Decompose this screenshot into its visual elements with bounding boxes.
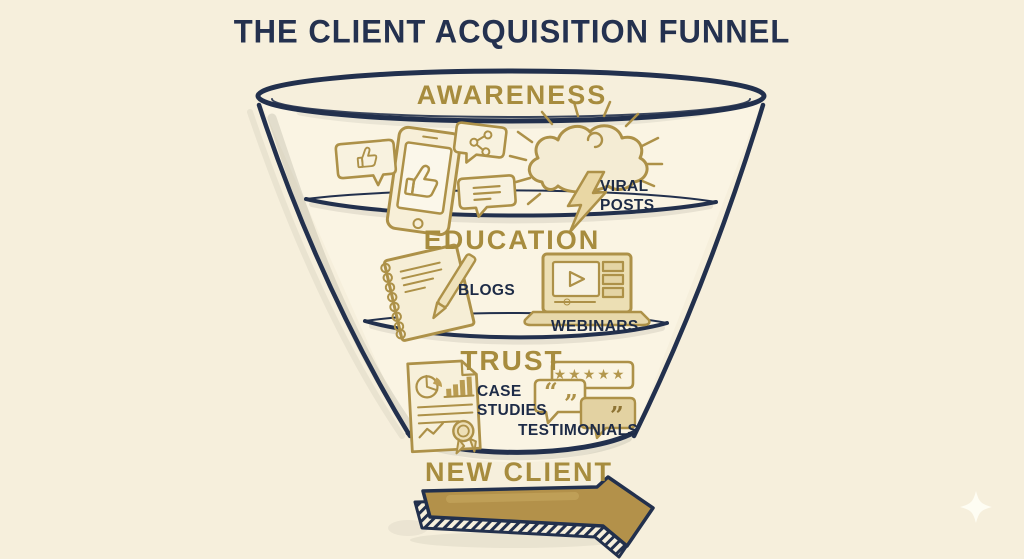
caption-blogs: BLOGS xyxy=(458,282,516,299)
thumbs-up-bubble-icon xyxy=(334,138,398,187)
caption-webinars: WEBINARS xyxy=(551,318,639,335)
outcome-label-new-client: NEW CLIENT xyxy=(425,457,613,487)
caption-case-studies: CASE STUDIES xyxy=(477,383,547,419)
funnel-rim xyxy=(255,68,767,124)
quote-close-mark: ” xyxy=(610,401,624,430)
sparkle-icon xyxy=(960,491,992,523)
funnel-right-wall xyxy=(631,102,766,439)
stage-label-education: EDUCATION xyxy=(423,225,601,255)
testimonial-bubbles-icon: ★★★★★ “ ” ” xyxy=(533,360,637,440)
funnel-interior xyxy=(258,96,764,463)
thumbs-up-phone-icon xyxy=(385,125,463,237)
new-client-arrow-icon xyxy=(413,475,655,559)
funnel-body xyxy=(247,68,767,548)
page-title: THE CLIENT ACQUISITION FUNNEL xyxy=(233,13,791,50)
caption-testimonials: TESTIMONIALS xyxy=(518,422,639,439)
share-bubble-icon xyxy=(452,121,508,164)
notebook-pen-icon xyxy=(380,243,477,342)
message-bubble-icon xyxy=(456,174,517,218)
laptop-video-icon xyxy=(523,252,651,327)
funnel-left-wall xyxy=(256,102,413,439)
caption-viral-posts: VIRAL POSTS xyxy=(600,178,655,214)
stage-label-trust: TRUST xyxy=(460,345,564,376)
quote-open-mark: “ xyxy=(544,377,558,406)
case-study-document-icon xyxy=(406,359,482,455)
storm-cloud-lightning-icon xyxy=(508,100,664,234)
stage-label-awareness: AWARENESS xyxy=(416,80,608,110)
quote-close-mark: ” xyxy=(564,389,578,418)
